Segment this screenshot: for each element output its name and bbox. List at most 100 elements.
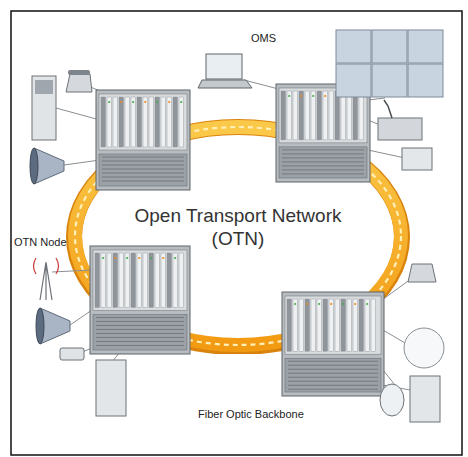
line-card	[365, 299, 370, 351]
vent-slot	[102, 165, 184, 166]
video-wall-panel	[372, 30, 407, 63]
rack-body	[96, 90, 190, 190]
card-shelf	[99, 94, 187, 150]
status-led	[108, 101, 110, 103]
vent-slot	[288, 385, 378, 386]
vent-slot	[96, 337, 184, 338]
laptop-base	[198, 80, 252, 88]
satellite-dish	[380, 384, 404, 416]
line-card	[329, 91, 334, 140]
line-card	[155, 253, 160, 307]
rack-body	[276, 84, 370, 182]
status-led	[126, 257, 128, 259]
line-card	[167, 97, 172, 147]
server-tower	[32, 76, 56, 140]
vent-slot	[282, 153, 364, 154]
line-card	[137, 253, 142, 307]
line-card	[101, 253, 106, 307]
vent-slot	[282, 165, 364, 166]
device-wire	[382, 276, 415, 300]
callout-label: Fiber Optic Backbone	[198, 408, 304, 421]
fan-tray	[285, 358, 381, 392]
line-card	[335, 91, 340, 140]
line-card	[299, 91, 304, 140]
line-card	[335, 299, 340, 351]
ring-title: Open Transport Network (OTN)	[123, 205, 353, 267]
vent-slot	[102, 173, 184, 174]
desk-phone	[408, 264, 436, 282]
vent-slot	[288, 365, 378, 366]
line-card	[179, 253, 184, 307]
line-card	[305, 91, 310, 140]
status-led	[102, 257, 104, 259]
fan-tray	[99, 154, 187, 186]
horn-speaker	[40, 308, 70, 344]
vent-slot	[96, 333, 184, 334]
vent-slot	[282, 169, 364, 170]
vent-slot	[102, 157, 184, 158]
video-wall-panel	[372, 64, 407, 97]
vent-slot	[288, 361, 378, 362]
vent-slot	[96, 325, 184, 326]
ring-shadow	[74, 127, 402, 347]
status-led	[336, 95, 338, 97]
line-card	[119, 97, 124, 147]
line-card	[341, 91, 346, 140]
line-card	[161, 97, 166, 147]
ring-band	[75, 127, 401, 345]
rack-unit	[276, 84, 370, 182]
status-led	[156, 101, 158, 103]
frame-border	[11, 11, 462, 455]
line-card	[161, 253, 166, 307]
horn-speaker	[34, 148, 64, 184]
device-wire	[383, 330, 405, 343]
video-wall-panel	[408, 30, 443, 63]
ring-dash	[75, 127, 401, 345]
status-led	[114, 257, 116, 259]
antenna-waves	[34, 258, 59, 274]
rack-unit	[96, 90, 190, 190]
line-card	[131, 97, 136, 147]
line-card	[173, 253, 178, 307]
status-led	[294, 303, 296, 305]
line-card	[353, 299, 358, 351]
rack-unit	[282, 292, 384, 396]
line-card	[179, 97, 184, 147]
status-led	[288, 95, 290, 97]
card-shelf	[279, 88, 367, 143]
server-bezel	[35, 80, 53, 94]
line-card	[107, 253, 112, 307]
status-led	[312, 95, 314, 97]
horn-mouth	[36, 308, 44, 344]
status-led	[180, 101, 182, 103]
line-card	[101, 97, 106, 147]
status-led	[174, 257, 176, 259]
vent-slot	[102, 161, 184, 162]
line-card	[317, 299, 322, 351]
vent-slot	[288, 377, 378, 378]
device-wire	[368, 120, 380, 125]
line-card	[353, 91, 358, 140]
vent-slot	[96, 329, 184, 330]
phone-handset	[68, 70, 90, 75]
status-led	[354, 303, 356, 305]
callout-label: OMS	[251, 32, 276, 45]
line-card	[347, 299, 352, 351]
dome-camera	[404, 328, 444, 368]
device-wire	[368, 150, 405, 158]
rack-body	[282, 292, 384, 396]
desk-phone	[66, 74, 92, 92]
equipment-cabinet	[96, 360, 126, 416]
camera-body	[60, 348, 84, 360]
line-card	[359, 91, 364, 140]
vent-slot	[288, 369, 378, 370]
line-card	[329, 299, 334, 351]
line-card	[113, 253, 118, 307]
device-wire	[368, 98, 385, 100]
line-card	[293, 299, 298, 351]
vent-slot	[96, 341, 184, 342]
status-led	[300, 95, 302, 97]
line-card	[149, 97, 154, 147]
status-led	[360, 95, 362, 97]
line-card	[311, 91, 316, 140]
